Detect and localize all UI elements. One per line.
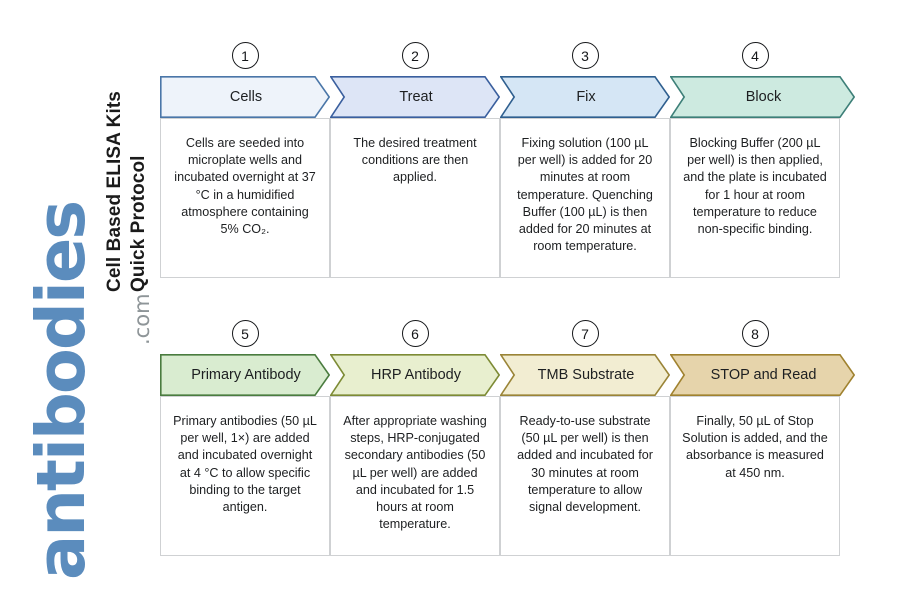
chevron-shape (160, 354, 330, 396)
step-body-text: Primary antibodies (50 µL per well, 1×) … (173, 414, 317, 515)
step-number-2: 2 (401, 42, 429, 69)
chevron-label-1: Cells (229, 89, 263, 105)
chevron-step-4[interactable]: Block (670, 76, 855, 118)
chevron-step-5[interactable]: Primary Antibody (160, 354, 330, 396)
chevron-step-3[interactable]: Fix (500, 76, 670, 118)
step-number-1: 1 (231, 42, 259, 69)
step-number-7: 7 (571, 320, 599, 347)
step-number-3: 3 (571, 42, 599, 69)
chevron-label-7: TMB Substrate (537, 367, 635, 383)
step-body-text: Cells are seeded into microplate wells a… (174, 136, 316, 237)
step-body-text: Ready-to-use substrate (50 µL per well) … (517, 414, 653, 515)
step-body-text: Blocking Buffer (200 µL per well) is the… (683, 136, 827, 237)
step-number-label: 7 (581, 325, 589, 342)
page-title-line2: Quick Protocol (128, 155, 149, 292)
chevron-shape (670, 354, 855, 396)
chevron-label-2: Treat (399, 89, 433, 105)
step-number-label: 1 (241, 47, 249, 64)
step-body-text: Finally, 50 µL of Stop Solution is added… (682, 414, 828, 480)
chevron-shape (330, 76, 500, 118)
step-body-text: Fixing solution (100 µL per well) is add… (517, 136, 653, 254)
chevron-shape (160, 76, 330, 118)
step-body-box-8: Finally, 50 µL of Stop Solution is added… (670, 396, 840, 556)
step-number-8: 8 (741, 320, 769, 347)
chevron-step-2[interactable]: Treat (330, 76, 500, 118)
step-number-4: 4 (741, 42, 769, 69)
step-number-label: 3 (581, 47, 589, 64)
step-numbers-row-2: 5 6 7 8 (160, 318, 840, 354)
chevron-step-7[interactable]: TMB Substrate (500, 354, 670, 396)
step-body-box-2: The desired treatment conditions are the… (330, 118, 500, 278)
step-body-box-5: Primary antibodies (50 µL per well, 1×) … (160, 396, 330, 556)
step-number-label: 5 (241, 325, 249, 342)
chevron-shape (500, 354, 670, 396)
step-body-box-6: After appropriate washing steps, HRP-con… (330, 396, 500, 556)
step-numbers-row-1: 1 2 3 4 (160, 40, 840, 76)
chevron-shape (670, 76, 855, 118)
step-body-box-4: Blocking Buffer (200 µL per well) is the… (670, 118, 840, 278)
step-number-5: 5 (231, 320, 259, 347)
step-number-label: 4 (751, 47, 759, 64)
step-number-label: 6 (411, 325, 419, 342)
step-body-box-7: Ready-to-use substrate (50 µL per well) … (500, 396, 670, 556)
step-number-6: 6 (401, 320, 429, 347)
chevron-step-8[interactable]: STOP and Read (670, 354, 855, 396)
chevron-shape (500, 76, 670, 118)
chevron-step-1[interactable]: Cells (160, 76, 330, 118)
antibodies-logo-wordmark: antibodies (22, 201, 100, 580)
chevron-label-8: STOP and Read (710, 367, 817, 383)
step-body-box-3: Fixing solution (100 µL per well) is add… (500, 118, 670, 278)
step-body-text: After appropriate washing steps, HRP-con… (343, 414, 487, 532)
antibodies-logo-suffix: .com (130, 293, 154, 345)
chevron-step-6[interactable]: HRP Antibody (330, 354, 500, 396)
chevron-label-5: Primary Antibody (191, 367, 301, 383)
step-body-box-1: Cells are seeded into microplate wells a… (160, 118, 330, 278)
chevron-shape (330, 354, 500, 396)
chevron-label-6: HRP Antibody (370, 367, 461, 383)
chevron-label-4: Block (745, 89, 782, 105)
chevron-label-3: Fix (576, 89, 596, 105)
chevron-band-row-2: Primary Antibody HRP Antibody TMB Substrat… (160, 354, 855, 396)
step-body-text: The desired treatment conditions are the… (353, 136, 477, 185)
chevron-band-row-1: Cells Treat Fix Block (160, 76, 855, 118)
step-number-label: 8 (751, 325, 759, 342)
page-title-line1: Cell Based ELISA Kits (104, 91, 125, 292)
step-number-label: 2 (411, 47, 419, 64)
